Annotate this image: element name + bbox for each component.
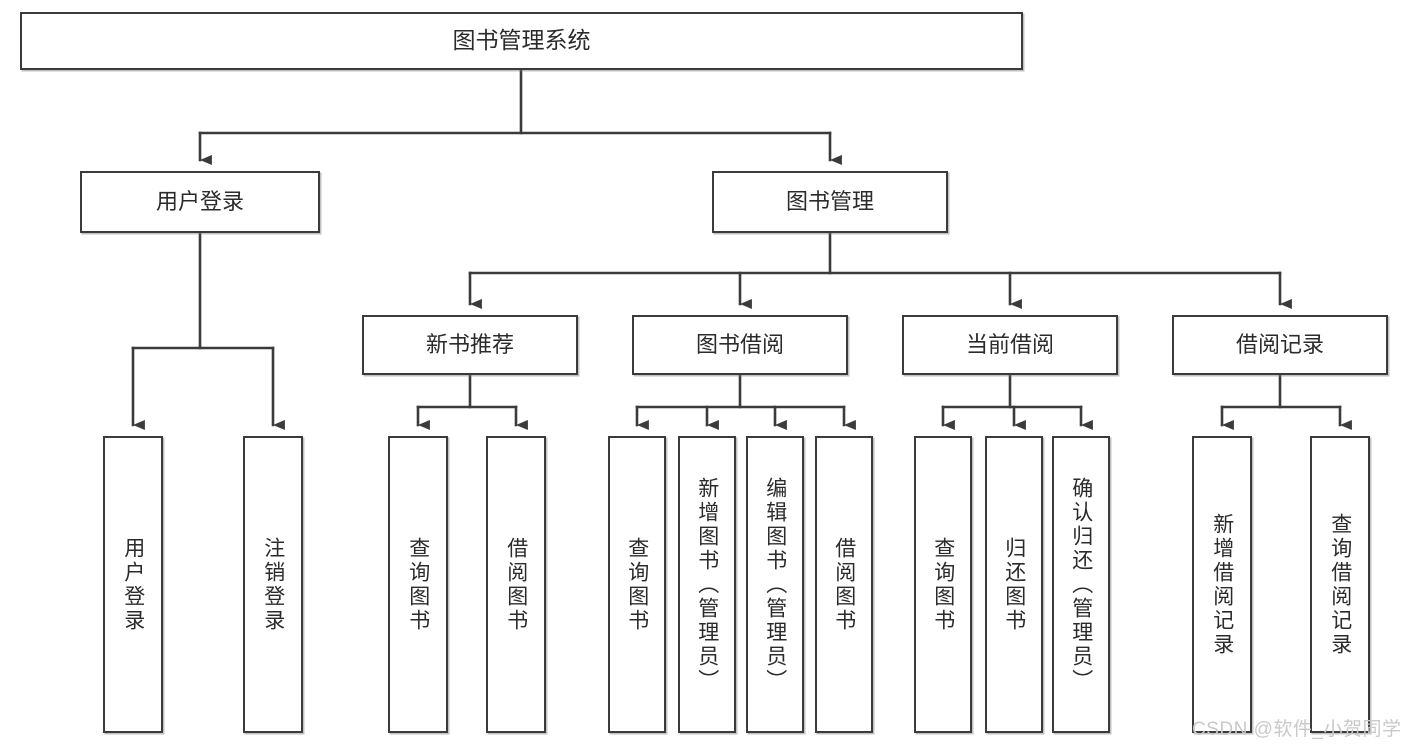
leaf-return-book-label: 归还图书: [1002, 536, 1026, 633]
leaf-add-book-admin-label: 新增图书（管理员）: [695, 476, 719, 693]
node-current-borrow-label: 当前借阅: [965, 331, 1054, 357]
node-new-book-recommend-label: 新书推荐: [425, 331, 514, 357]
leaf-add-borrow-record[interactable]: 新增借阅记录: [1192, 436, 1252, 733]
leaf-edit-book-admin-label: 编辑图书（管理员）: [763, 476, 787, 693]
leaf-query-book-borrow[interactable]: 查询图书: [608, 436, 666, 733]
leaf-query-borrow-record[interactable]: 查询借阅记录: [1310, 436, 1370, 733]
leaf-query-borrow-record-label: 查询借阅记录: [1328, 512, 1352, 657]
leaf-user-login-label: 用户登录: [121, 536, 145, 633]
node-new-book-recommend[interactable]: 新书推荐: [362, 315, 578, 375]
leaf-query-book-recommend-label: 查询图书: [406, 536, 430, 633]
node-root-label: 图书管理系统: [452, 27, 591, 54]
leaf-confirm-return-admin[interactable]: 确认归还（管理员）: [1052, 436, 1110, 733]
node-book-management[interactable]: 图书管理: [712, 171, 948, 233]
node-borrow-record[interactable]: 借阅记录: [1172, 315, 1388, 375]
leaf-user-login[interactable]: 用户登录: [103, 436, 163, 733]
leaf-borrow-book-label: 借阅图书: [832, 536, 856, 633]
node-root[interactable]: 图书管理系统: [20, 12, 1023, 70]
node-user-login-label: 用户登录: [155, 188, 244, 214]
node-current-borrow[interactable]: 当前借阅: [902, 315, 1118, 375]
leaf-query-book-borrow-label: 查询图书: [625, 536, 649, 633]
leaf-borrow-book-recommend-label: 借阅图书: [504, 536, 528, 633]
node-borrow-record-label: 借阅记录: [1235, 331, 1324, 357]
leaf-add-borrow-record-label: 新增借阅记录: [1210, 512, 1234, 657]
leaf-add-book-admin[interactable]: 新增图书（管理员）: [678, 436, 736, 733]
node-book-borrow-label: 图书借阅: [695, 331, 784, 357]
leaf-logout-label: 注销登录: [261, 536, 285, 633]
leaf-logout[interactable]: 注销登录: [243, 436, 303, 733]
leaf-query-book-current[interactable]: 查询图书: [914, 436, 972, 733]
csdn-watermark: CSDN @软件_小贺同学: [1192, 719, 1402, 740]
leaf-confirm-return-admin-label: 确认归还（管理员）: [1069, 476, 1093, 693]
leaf-return-book[interactable]: 归还图书: [985, 436, 1043, 733]
leaf-query-book-recommend[interactable]: 查询图书: [388, 436, 448, 733]
node-user-login[interactable]: 用户登录: [80, 171, 320, 233]
node-book-management-label: 图书管理: [785, 188, 874, 214]
leaf-edit-book-admin[interactable]: 编辑图书（管理员）: [746, 436, 804, 733]
leaf-borrow-book[interactable]: 借阅图书: [815, 436, 873, 733]
leaf-query-book-current-label: 查询图书: [931, 536, 955, 633]
leaf-borrow-book-recommend[interactable]: 借阅图书: [486, 436, 546, 733]
node-book-borrow[interactable]: 图书借阅: [632, 315, 848, 375]
